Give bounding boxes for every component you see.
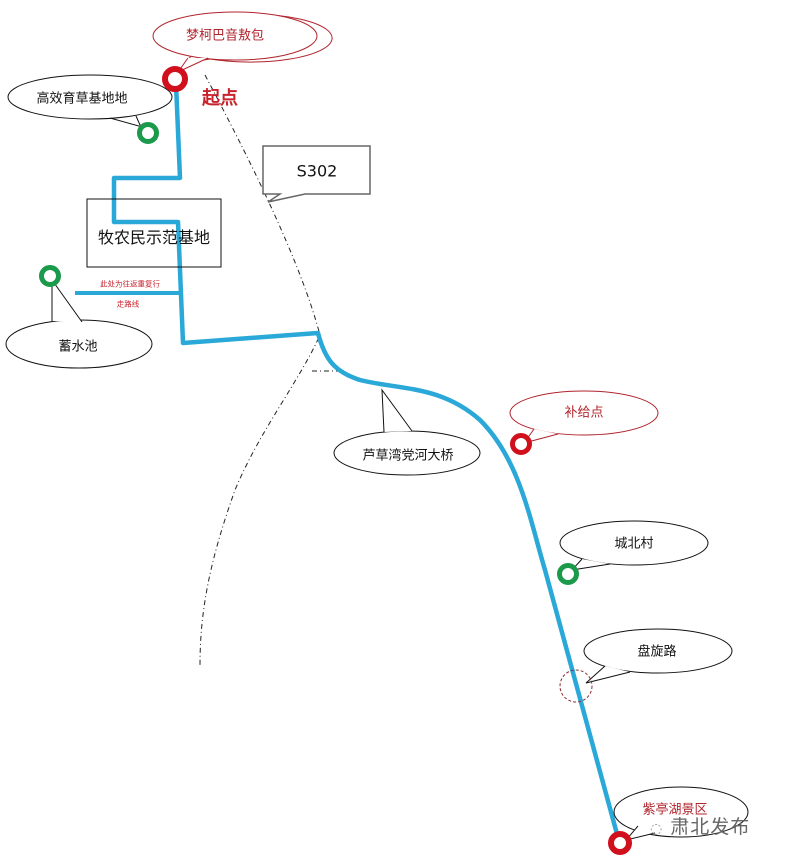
end-marker[interactable] (608, 831, 632, 855)
grass-base-marker[interactable] (137, 122, 159, 144)
label-spiral-road: 盘旋路 (637, 644, 677, 660)
callout-village-shape (559, 520, 709, 566)
callout-supply-shape (509, 390, 659, 436)
callout-start-shape (152, 11, 318, 61)
village-marker[interactable] (557, 563, 579, 585)
route-line (111, 83, 623, 846)
label-start-place: 梦柯巴音敖包 (185, 28, 265, 44)
callout-bridge-tail (381, 388, 413, 433)
label-note-line2: 走路线 (116, 299, 140, 309)
start-marker[interactable] (162, 66, 188, 92)
watermark: ◌ 肃北发布 (650, 812, 750, 839)
demo-base-box (86, 198, 222, 268)
label-reservoir: 蓄水池 (58, 339, 98, 355)
wechat-logo-icon: ◌ (650, 821, 664, 837)
label-end: 紫亭湖景区 (642, 802, 708, 818)
label-note-line1: 此处为往返重复行 (100, 279, 160, 289)
label-demo-base: 牧农民示范基地 (97, 228, 211, 247)
callout-reservoir-tail (51, 278, 83, 323)
callout-grass-shape (7, 74, 173, 120)
callout-spiral-shape (583, 628, 733, 674)
label-start: 起点 (202, 88, 238, 109)
callout-end-shape (613, 786, 749, 838)
watermark-text: 肃北发布 (670, 816, 751, 838)
spiral-road-marker (559, 669, 593, 703)
label-grass-base: 高效育草基地地 (36, 91, 128, 107)
s302-callout (262, 145, 371, 203)
callout-spiral-tail (585, 665, 631, 684)
supply-marker[interactable] (510, 433, 532, 455)
label-road-s302: S302 (296, 161, 338, 181)
label-bridge: 芦草湾党河大桥 (362, 448, 454, 464)
road-s302 (199, 74, 321, 666)
label-supply: 补给点 (564, 405, 604, 421)
reservoir-marker[interactable] (39, 265, 61, 287)
label-village: 城北村 (614, 536, 654, 552)
